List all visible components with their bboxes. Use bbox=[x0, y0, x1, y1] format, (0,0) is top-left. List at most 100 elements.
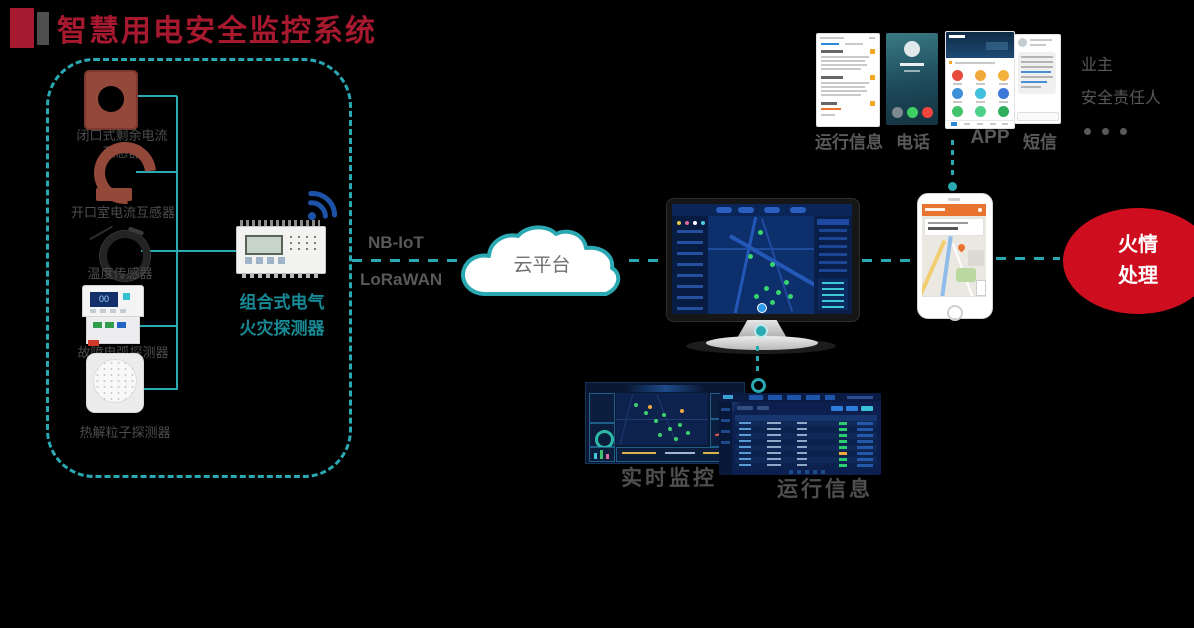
phone-map-block bbox=[968, 250, 984, 266]
address-card bbox=[924, 218, 984, 236]
dash1-map bbox=[616, 393, 708, 445]
protocol-label-lorawan: LoRaWAN bbox=[360, 270, 443, 289]
dash1-panel-gauge bbox=[589, 423, 615, 449]
dash2-status-badge-warning bbox=[839, 452, 847, 455]
more-dots-icon bbox=[1084, 122, 1138, 140]
right-panel-infobox bbox=[818, 278, 848, 310]
title-accent-red-block bbox=[10, 8, 34, 48]
caller-name-stub bbox=[900, 63, 924, 66]
dashed-link-monitor-phone bbox=[862, 259, 912, 262]
connector-line-1 bbox=[133, 95, 177, 97]
arc-detector-display: 00 bbox=[90, 292, 118, 307]
connector-line-3 bbox=[141, 250, 236, 252]
cloud-platform-label: 云平台 bbox=[513, 255, 571, 276]
topbar-pill-3 bbox=[764, 207, 780, 213]
dash2-pagination bbox=[789, 470, 829, 474]
map-road-1 bbox=[733, 216, 758, 314]
connector-line-2 bbox=[136, 171, 177, 173]
dash2-col-name bbox=[739, 422, 751, 468]
dash1-panel-topleft bbox=[589, 393, 615, 423]
dash2-status-badges bbox=[839, 422, 847, 468]
fault-arc-detector-image: 00 bbox=[82, 285, 144, 317]
right-panel-rows bbox=[819, 229, 847, 273]
dotted-link-monitor-screens bbox=[756, 346, 759, 376]
connector-line-4 bbox=[139, 325, 177, 327]
address-line-1 bbox=[928, 222, 968, 224]
recipient-owner: 业主 bbox=[1081, 57, 1114, 74]
left-panel-rows bbox=[677, 230, 703, 310]
monitor-screen-map-dashboard bbox=[672, 204, 852, 314]
fire-handling-badge: 火情 处理 bbox=[1063, 208, 1194, 314]
topbar-pill-1 bbox=[716, 207, 732, 213]
address-line-2 bbox=[928, 227, 958, 230]
app-label-sms: 短信 bbox=[1023, 133, 1057, 152]
phone-app-footer bbox=[922, 296, 986, 304]
app-header-bar bbox=[922, 204, 986, 216]
phone-map-pin-icon bbox=[956, 242, 967, 253]
dash1-title-bar bbox=[626, 385, 704, 392]
phone-home-button bbox=[947, 305, 963, 321]
map-alarm-markers bbox=[758, 230, 763, 235]
dash2-navbar bbox=[719, 393, 881, 402]
monitor-base bbox=[706, 336, 818, 350]
topbar-pill-4 bbox=[790, 207, 806, 213]
dashboard-right-panel bbox=[814, 216, 852, 314]
caller-status-stub bbox=[904, 70, 920, 72]
wifi-icon bbox=[307, 191, 338, 221]
dash2-table-header bbox=[735, 415, 877, 421]
mute-button-icon bbox=[892, 107, 903, 118]
protocol-label-nbiot: NB-IoT bbox=[368, 233, 424, 252]
arc-terminal-green-2 bbox=[105, 322, 114, 328]
sensor-label-temperature: 温度传感器 bbox=[87, 266, 153, 281]
legend-dots bbox=[677, 221, 681, 225]
label-run-info: 运行信息 bbox=[777, 478, 873, 501]
phone-map-zoom-control bbox=[976, 280, 986, 296]
title-accent-gray-block bbox=[37, 12, 49, 45]
combined-detector-image bbox=[236, 226, 326, 274]
map-location-marker bbox=[757, 303, 767, 313]
app-label-app: APP bbox=[970, 127, 1010, 148]
app-header-text-stub bbox=[925, 208, 945, 211]
map-road-3 bbox=[708, 248, 814, 250]
phone-map-park bbox=[956, 268, 976, 282]
sensor-label-closed-ct: 闭口式剩余电流 互感器 bbox=[76, 128, 168, 160]
combined-detector-label: 组合式电气 火灾探测器 bbox=[239, 293, 325, 339]
dash1-panel-bars bbox=[589, 447, 615, 462]
arc-detector-led bbox=[123, 293, 130, 300]
closed-current-transformer-image bbox=[84, 70, 138, 130]
screenshot-app-home bbox=[945, 31, 1015, 129]
app-label-call: 电话 bbox=[896, 133, 930, 152]
detector-din-rail bbox=[242, 273, 318, 278]
dash2-sidebar-rows bbox=[721, 408, 730, 448]
dashed-link-phone-fire bbox=[996, 257, 1060, 260]
cloud-icon bbox=[461, 225, 621, 296]
detector-lcd bbox=[245, 235, 283, 255]
caller-avatar bbox=[904, 41, 920, 57]
open-ct-base bbox=[96, 188, 132, 201]
dash2-sidebar bbox=[719, 402, 732, 475]
temperature-sensor-image bbox=[100, 231, 150, 281]
phone-connector-dot bbox=[948, 182, 957, 191]
answer-button-icon bbox=[907, 107, 918, 118]
transformer-hole bbox=[98, 86, 124, 112]
sensor-label-particle: 热解粒子探测器 bbox=[79, 425, 171, 440]
dashed-link-cloud-monitor bbox=[629, 259, 667, 262]
sensor-bus-line bbox=[176, 96, 178, 390]
right-panel-header bbox=[817, 219, 849, 225]
dash2-col-actions bbox=[857, 422, 873, 468]
screenshot-run-info-table bbox=[719, 393, 881, 475]
app-label-run-info: 运行信息 bbox=[815, 133, 883, 152]
phone-screen-map-app bbox=[922, 204, 986, 304]
detector-led-grid bbox=[287, 234, 319, 254]
arc-terminal-green-1 bbox=[93, 322, 102, 328]
dashboard-topbar bbox=[672, 204, 852, 216]
page-title: 智慧用电安全监控系统 bbox=[57, 15, 377, 48]
dashboard-left-panel bbox=[672, 216, 708, 314]
monitor-connector-dot bbox=[754, 324, 768, 338]
sensor-group-dashed-box bbox=[46, 58, 352, 478]
dash2-col-detail bbox=[767, 422, 781, 468]
arc-detector-red-tab bbox=[88, 340, 99, 346]
hangup-button-icon bbox=[922, 107, 933, 118]
phone-speaker bbox=[948, 198, 960, 201]
